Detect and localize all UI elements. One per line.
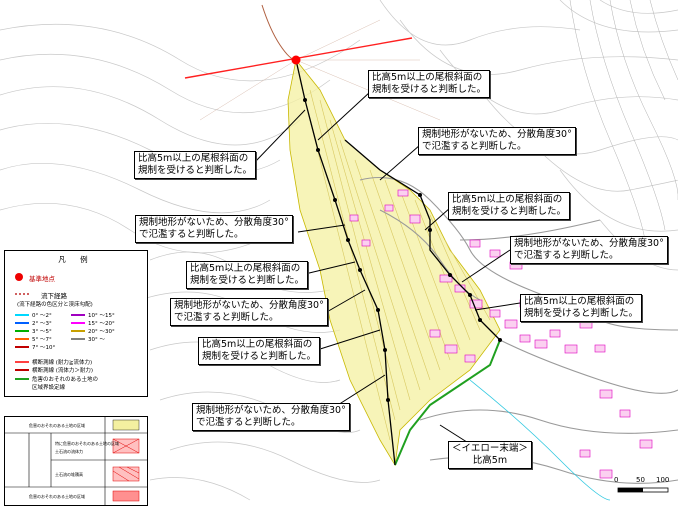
- legend-gradient-2: 3° ～5°: [32, 329, 52, 335]
- legend-gradient-0: 0° ～2°: [32, 313, 52, 319]
- callout-2: 規制地形がないため、分散角度30° で氾濫すると判断した。: [418, 127, 576, 155]
- leader-lines: [254, 91, 521, 445]
- table-row2b-label: 土石流の流体力: [55, 449, 83, 454]
- gradient-icon-8: [71, 338, 85, 340]
- legend-flow-path: 流下経路: [41, 292, 67, 300]
- legend-line1: 横断測線 (耐力≧流体力): [32, 360, 93, 366]
- callout-3: 比高5m以上の尾根斜面の 規制を受けると判断した。: [134, 151, 257, 179]
- boundary-line-green: [394, 339, 501, 466]
- gradient-icon-3: [15, 338, 29, 340]
- tributary-line: [261, 4, 297, 61]
- base-point-marker: [291, 55, 301, 65]
- callout-6: 規制地形がないため、分散角度30° で氾濫すると判断した。: [510, 236, 668, 264]
- legend-line2: 横断測線 (流体力＞耐力): [32, 368, 94, 374]
- legend-gradient-8: 30° ～: [88, 337, 105, 343]
- area-table: 危害のおそれのある土地の区域 特に危害のおそれのある土地の区域 土石流の流体力 …: [4, 416, 148, 506]
- area-table-grid: [5, 417, 147, 505]
- gradient-icon-4: [15, 346, 29, 348]
- callout-4: 比高5m以上の尾根斜面の 規制を受けると判断した。: [448, 192, 571, 220]
- gradient-icon-6: [71, 322, 85, 324]
- gradient-icon-2: [15, 330, 29, 332]
- stream-line: [469, 379, 611, 501]
- callout-11: 規制地形がないため、分散角度30° で氾濫すると判断した。: [192, 403, 350, 431]
- legend-line3: 危害のおそれのある土地の: [32, 377, 99, 383]
- scale-label-50: 50: [636, 476, 645, 484]
- legend-gradient-6: 15° ～20°: [88, 321, 115, 327]
- legend-gradient-7: 20° ～30°: [88, 329, 115, 335]
- callout-8: 規制地形がないため、分散角度30° で氾濫すると判断した。: [170, 298, 328, 326]
- scale-label-100: 100: [656, 476, 670, 484]
- table-row2a-label: 特に危害のおそれのある土地の区域: [55, 441, 119, 446]
- callout-5: 規制地形がないため、分散角度30° で氾濫すると判断した。: [135, 215, 293, 243]
- gradient-icon-5: [71, 314, 85, 316]
- table-row3-label: 土石流の堆積高: [55, 472, 83, 477]
- legend-line3b: 区域界設定線: [32, 385, 66, 391]
- flow-path-icon: [15, 293, 29, 295]
- line3-icon: [15, 378, 29, 380]
- map-legend: 凡 例 基準地点 流下経路 (流下経路の色区分と渓床勾配) 0° ～2° 2° …: [4, 250, 148, 397]
- contour-lines-dense: [569, 0, 678, 241]
- legend-base-point: 基準地点: [29, 275, 55, 283]
- gradient-icon-1: [15, 322, 29, 324]
- callout-10: 比高5m以上の尾根斜面の 規制を受けると判断した。: [198, 337, 321, 365]
- legend-gradient-3: 5° ～7°: [32, 337, 52, 343]
- legend-title: 凡 例: [58, 255, 94, 264]
- legend-flow-path-sub: (流下経路の色区分と渓床勾配): [17, 302, 93, 308]
- legend-gradient-4: 7° ～10°: [32, 345, 56, 351]
- line1-icon: [15, 361, 29, 363]
- callout-12: ＜イエロー末端＞ 比高5m: [448, 441, 532, 469]
- line2-icon: [15, 369, 29, 371]
- gradient-icon-0: [15, 314, 29, 316]
- scale-label-0: 0: [614, 476, 619, 484]
- scale-bar: [617, 487, 669, 493]
- table-row4-label: 危害のおそれのある土地の区域: [29, 494, 85, 499]
- legend-gradient-5: 10° ～15°: [88, 313, 115, 319]
- callout-1: 比高5m以上の尾根斜面の 規制を受けると判断した。: [368, 70, 491, 98]
- base-point-icon: [15, 273, 23, 281]
- gradient-icon-7: [71, 330, 85, 332]
- boundary-markers: [303, 98, 502, 402]
- callout-9: 比高5m以上の尾根斜面の 規制を受けると判断した。: [520, 294, 643, 322]
- boundary-line-black: [295, 59, 501, 466]
- legend-gradient-1: 2° ～3°: [32, 321, 52, 327]
- callout-7: 比高5m以上の尾根斜面の 規制を受けると判断した。: [186, 261, 309, 289]
- table-row1-label: 危害のおそれのある土地の区域: [29, 423, 85, 428]
